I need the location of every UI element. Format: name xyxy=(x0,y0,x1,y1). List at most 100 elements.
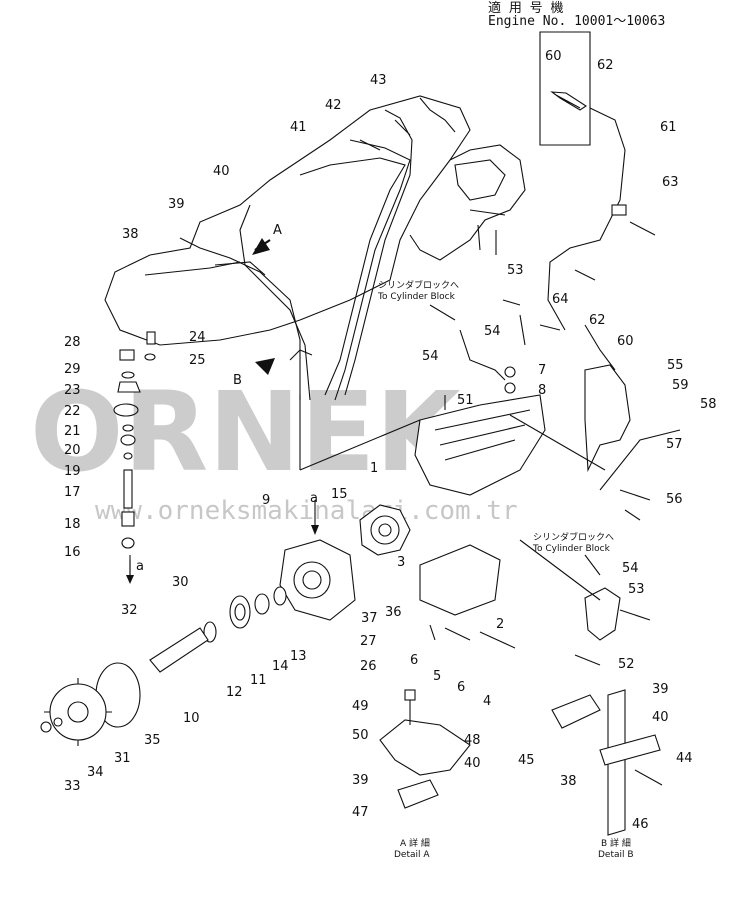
cylinder-block-callout-1: シリンダブロックへ To Cylinder Block xyxy=(377,279,459,321)
detail-A-drawing xyxy=(379,689,471,809)
part-label: 7 xyxy=(538,363,546,378)
view-B-marker: B xyxy=(233,373,242,388)
part-label: 51 xyxy=(457,393,474,408)
part-label: 11 xyxy=(250,673,267,688)
part-label: 55 xyxy=(667,358,684,373)
part-label: 32 xyxy=(121,603,138,618)
part-label: 39 xyxy=(168,197,185,212)
part-label: 42 xyxy=(325,98,342,113)
bolts-right xyxy=(459,299,526,394)
part-label: 24 xyxy=(189,330,206,345)
part-label: 44 xyxy=(676,751,693,766)
part-label: 60 xyxy=(545,49,562,64)
part-label: 40 xyxy=(464,756,481,771)
bracket-55 xyxy=(584,364,681,521)
part-label: 54 xyxy=(422,349,439,364)
part-label: 3 xyxy=(397,555,405,570)
watermark-logo: ORNEK xyxy=(30,368,464,496)
drive-components xyxy=(40,586,287,746)
part-label: 46 xyxy=(632,817,649,832)
part-label: 39 xyxy=(652,682,669,697)
part-label: 26 xyxy=(360,659,377,674)
detail-B-en: Detail B xyxy=(598,850,634,860)
part-label: 57 xyxy=(666,437,683,452)
detail-B-drawing xyxy=(551,689,663,836)
engine-block-outline xyxy=(104,95,526,346)
part-label: 20 xyxy=(64,443,81,458)
part-label: 48 xyxy=(464,733,481,748)
part-number-labels: 1 2 3 4 5 6 6 7 8 9 10 11 12 13 14 15 16… xyxy=(64,49,717,832)
part-label: 31 xyxy=(114,751,131,766)
injection-pump xyxy=(359,394,546,616)
part-label: 39 xyxy=(352,773,369,788)
part-label: 62 xyxy=(597,58,614,73)
part-label: 59 xyxy=(672,378,689,393)
part-label: 38 xyxy=(560,774,577,789)
view-a-marker-left: a xyxy=(136,559,144,574)
part-label: 25 xyxy=(189,353,206,368)
callout-2-jp: シリンダブロックへ xyxy=(533,531,614,543)
part-label: 17 xyxy=(64,485,81,500)
inset-60 xyxy=(539,31,591,146)
part-label: 14 xyxy=(272,659,289,674)
detail-B-jp: B 詳 細 xyxy=(601,837,631,849)
detail-A-en: Detail A xyxy=(394,850,430,860)
part-label: 6 xyxy=(457,680,465,695)
part-label: 41 xyxy=(290,120,307,135)
part-label: 56 xyxy=(666,492,683,507)
callout-2-en: To Cylinder Block xyxy=(532,544,611,554)
view-a-marker-top: a xyxy=(310,491,318,506)
part-label: 54 xyxy=(484,324,501,339)
part-label: 49 xyxy=(352,699,369,714)
part-label: 47 xyxy=(352,805,369,820)
part-label: 40 xyxy=(652,710,669,725)
leader-lines xyxy=(299,324,606,601)
part-label: 38 xyxy=(122,227,139,242)
part-label: 53 xyxy=(628,582,645,597)
part-label: 62 xyxy=(589,313,606,328)
part-label: 4 xyxy=(483,694,491,709)
part-label: 16 xyxy=(64,545,81,560)
callout-1-en: To Cylinder Block xyxy=(377,292,456,302)
part-label: 27 xyxy=(360,634,377,649)
part-label: 10 xyxy=(183,711,200,726)
part-label: 9 xyxy=(262,493,270,508)
part-label: 1 xyxy=(370,461,378,476)
part-label: 64 xyxy=(552,292,569,307)
part-label: 30 xyxy=(172,575,189,590)
view-A-marker: A xyxy=(273,223,282,238)
part-label: 63 xyxy=(662,175,679,190)
bracket-52 xyxy=(574,587,651,666)
part-label: 12 xyxy=(226,685,243,700)
part-label: 35 xyxy=(144,733,161,748)
part-label: 28 xyxy=(64,335,81,350)
part-label: 37 xyxy=(361,611,378,626)
callout-1-jp: シリンダブロックへ xyxy=(378,279,459,291)
part-label: 8 xyxy=(538,383,546,398)
watermark-url: www.orneksmakinalari.com.tr xyxy=(95,496,518,526)
return-pipe xyxy=(547,107,656,371)
part-label: 54 xyxy=(622,561,639,576)
part-label: 19 xyxy=(64,464,81,479)
part-label: 40 xyxy=(213,164,230,179)
part-label: 43 xyxy=(370,73,387,88)
part-label: 15 xyxy=(331,487,348,502)
part-label: 5 xyxy=(433,669,441,684)
part-label: 33 xyxy=(64,779,81,794)
injection-pipes xyxy=(144,109,413,401)
part-label: 36 xyxy=(385,605,402,620)
cylinder-block-callout-2: シリンダブロックへ To Cylinder Block xyxy=(532,531,614,576)
part-label: 13 xyxy=(290,649,307,664)
part-label: 61 xyxy=(660,120,677,135)
header-applicable-jp: 適 用 号 機 xyxy=(488,0,563,16)
fittings-stack xyxy=(113,331,156,575)
header-engine-range: Engine No. 10001～10063 xyxy=(488,14,665,29)
part-label: 45 xyxy=(518,753,535,768)
bolts-lower xyxy=(429,624,516,649)
part-label: 60 xyxy=(617,334,634,349)
part-label: 21 xyxy=(64,424,81,439)
part-label: 23 xyxy=(64,383,81,398)
view-arrows xyxy=(126,238,319,584)
part-label: 58 xyxy=(700,397,717,412)
